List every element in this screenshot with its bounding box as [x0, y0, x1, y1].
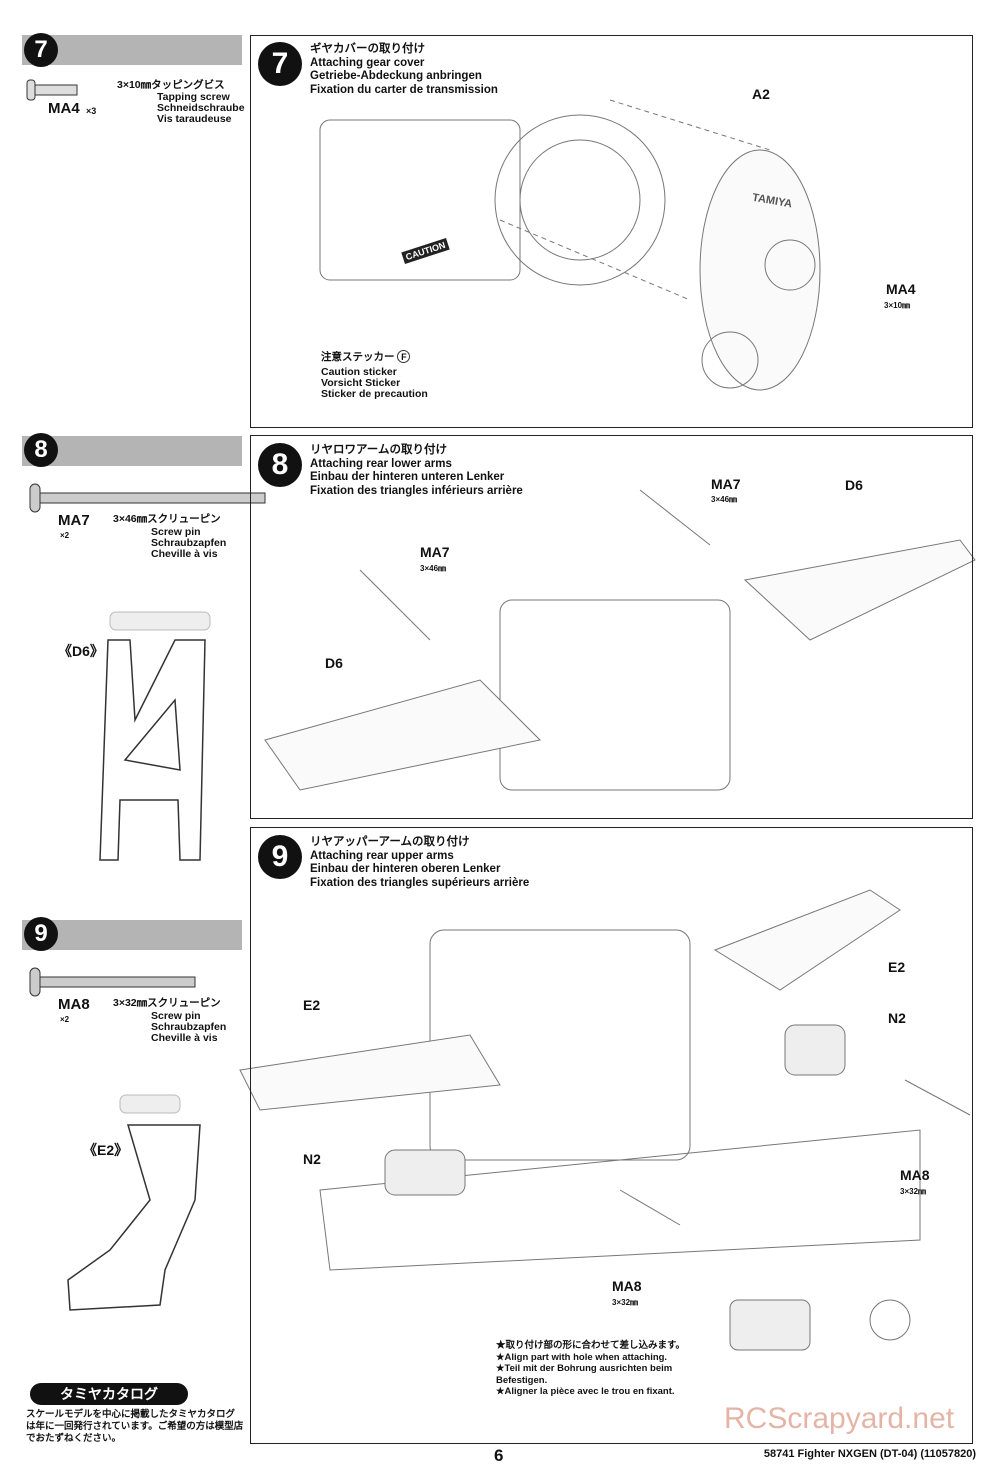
note-fr: ★Aligner la pièce avec le trou en fixant…	[496, 1386, 675, 1397]
ma7-size-ja: 3×46㎜スクリューピン	[113, 513, 221, 525]
tapping-screw-icon	[26, 79, 78, 101]
ma4-code: MA4	[48, 100, 80, 117]
title-fr: Fixation du carter de transmission	[310, 83, 498, 96]
ma7-fr: Cheville à vis	[151, 548, 218, 560]
title-de: Einbau der hinteren unteren Lenker	[310, 471, 505, 483]
rear-lower-arms-drawing	[264, 489, 976, 791]
ma8-fr: Cheville à vis	[151, 1032, 218, 1044]
ma8-size-right: 3×32㎜	[900, 1187, 927, 1196]
rear-upper-arms-drawing	[239, 889, 971, 1351]
sticker-ja-text: 注意ステッカー	[321, 351, 395, 363]
title-ja: リヤアッパーアームの取り付け	[310, 836, 470, 848]
product-code: 58741 Fighter NXGEN (DT-04) (11057820)	[763, 1448, 976, 1460]
step-8-number: 8	[24, 433, 58, 467]
ma7-qty: ×2	[60, 531, 70, 540]
title-fr: Fixation des triangles inférieurs arrièr…	[310, 484, 523, 497]
ma4-qty: ×3	[86, 106, 97, 116]
ma4-size-ja: 3×10㎜タッピングビス	[117, 79, 225, 91]
e2-label-left: E2	[303, 997, 321, 1013]
screw-pin-ma7-icon	[29, 483, 266, 513]
step-9-note: ★取り付け部の形に合わせて差し込みます。 ★Align part with ho…	[496, 1340, 716, 1398]
e2-part-label: 《E2》	[83, 1142, 129, 1158]
e2-label-right: E2	[888, 959, 906, 975]
sticker-mark: F	[397, 350, 411, 363]
a2-label: A2	[752, 86, 770, 102]
page-number: 6	[494, 1446, 504, 1465]
d6-part-label: 《D6》	[58, 643, 104, 659]
step-9-titles: リヤアッパーアームの取り付け Attaching rear upper arms…	[310, 836, 529, 890]
sticker-en: Caution sticker	[321, 366, 397, 378]
ma8-size-bottom: 3×32㎜	[612, 1298, 639, 1307]
ma8-label-right: MA8	[900, 1167, 930, 1183]
gearbox-drawing	[319, 99, 821, 391]
step-7-titles: ギヤカバーの取り付け Attaching gear cover Getriebe…	[310, 43, 498, 97]
d6-label-right: D6	[845, 477, 863, 493]
step-9-panel	[250, 827, 973, 1444]
sticker-de: Vorsicht Sticker	[321, 377, 401, 389]
title-en: Attaching rear lower arms	[310, 457, 452, 470]
n2-label-right: N2	[888, 1010, 906, 1026]
note-ja: ★取り付け部の形に合わせて差し込みます。	[496, 1340, 686, 1351]
title-en: Attaching rear upper arms	[310, 849, 454, 862]
step-9-number: 9	[24, 917, 58, 951]
ma4-fr: Vis taraudeuse	[157, 113, 232, 125]
title-ja: リヤロワアームの取り付け	[310, 444, 447, 456]
d6-label-left: D6	[325, 655, 343, 671]
ma7-label-left: MA7	[420, 544, 450, 560]
ma8-qty: ×2	[60, 1015, 70, 1024]
step-7-panel	[250, 35, 973, 428]
ma7-size-right: 3×46㎜	[711, 495, 738, 504]
step-8-panel	[250, 435, 973, 819]
step-7-number: 7	[24, 33, 58, 67]
catalog-title: タミヤカタログ	[30, 1383, 188, 1405]
sticker-fr: Sticker de precaution	[321, 388, 428, 400]
ma7-size-left: 3×46㎜	[420, 564, 447, 573]
ma8-en: Screw pin	[151, 1010, 201, 1022]
step-8-big-number: 8	[258, 443, 302, 487]
ma7-code: MA7	[58, 512, 90, 529]
catalog-text: スケールモデルを中心に掲載したタミヤカタログは年に一回発行されています。ご希望の…	[26, 1409, 244, 1444]
ma7-label-right: MA7	[711, 476, 741, 492]
n2-label-left: N2	[303, 1151, 321, 1167]
screw-pin-ma8-icon	[29, 967, 196, 997]
ma4-de: Schneidschraube	[157, 102, 245, 114]
step-9-big-number: 9	[258, 835, 302, 879]
step-9-header-bar	[22, 920, 242, 950]
sticker-ja: 注意ステッカー F	[321, 350, 411, 364]
e2-arm-part-icon	[67, 1124, 201, 1311]
ma7-de: Schraubzapfen	[151, 537, 227, 549]
title-de: Getriebe-Abdeckung anbringen	[310, 70, 482, 82]
title-ja: ギヤカバーの取り付け	[310, 43, 425, 55]
ma8-label-bottom: MA8	[612, 1278, 642, 1294]
ma4-en: Tapping screw	[157, 91, 230, 103]
title-en: Attaching gear cover	[310, 56, 425, 69]
title-fr: Fixation des triangles supérieurs arrièr…	[310, 876, 530, 889]
note-en: ★Align part with hole when attaching.	[496, 1351, 668, 1363]
step-7-header-bar	[22, 35, 242, 65]
title-de: Einbau der hinteren oberen Lenker	[310, 863, 501, 875]
step-8-header-bar	[22, 436, 242, 466]
ma8-code: MA8	[58, 996, 90, 1013]
ma4-size-label: 3×10㎜	[884, 301, 911, 310]
ma8-size-ja: 3×32㎜スクリューピン	[113, 997, 221, 1009]
ma8-de: Schraubzapfen	[151, 1021, 227, 1033]
note-de: ★Teil mit der Bohrung ausrichten beim Be…	[496, 1363, 673, 1386]
step-8-titles: リヤロワアームの取り付け Attaching rear lower arms E…	[310, 444, 523, 498]
ma7-en: Screw pin	[151, 526, 201, 538]
ma4-label: MA4	[886, 281, 916, 297]
d6-arm-part-icon	[99, 639, 206, 861]
step-7-big-number: 7	[258, 42, 302, 86]
